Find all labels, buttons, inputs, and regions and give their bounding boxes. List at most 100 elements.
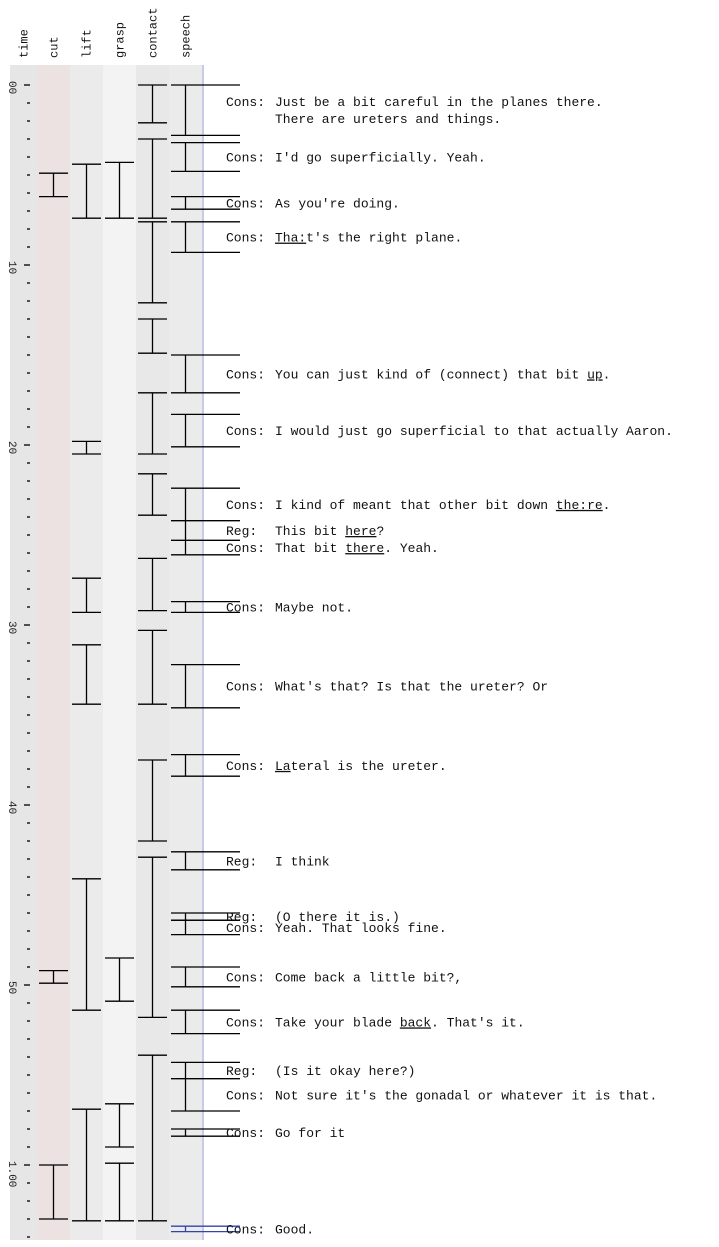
speaker-label: Cons: bbox=[226, 970, 265, 985]
time-label: 00 bbox=[5, 81, 17, 94]
utterance-text: What's that? Is that the ureter? Or bbox=[275, 680, 548, 695]
time-label: 40 bbox=[5, 801, 17, 814]
utterance-text: Maybe not. bbox=[275, 601, 353, 616]
grasp-interval bbox=[105, 161, 134, 219]
contact-interval bbox=[138, 84, 167, 124]
time-label: 1.00 bbox=[5, 1161, 17, 1187]
speaker-label: Reg: bbox=[226, 524, 257, 539]
lift-interval bbox=[72, 577, 101, 614]
utterance-text: Lateral is the ureter. bbox=[275, 759, 447, 774]
utterance: Cons: Not sure it's the gonadal or whatev… bbox=[226, 1088, 657, 1103]
utterance-text: Good. bbox=[275, 1222, 314, 1237]
column-bg-cut bbox=[37, 65, 70, 1240]
utterance: Cons:Take your blade back. That's it. bbox=[226, 1015, 525, 1030]
utterance: Cons:As you're doing. bbox=[226, 196, 400, 211]
cut-interval bbox=[39, 1164, 68, 1220]
cut-interval bbox=[39, 172, 68, 198]
contact-interval bbox=[138, 759, 167, 842]
grasp-interval bbox=[105, 957, 134, 1002]
utterance: Cons: Tha:t's the right plane. bbox=[226, 231, 462, 246]
underlined-segment: La bbox=[275, 759, 291, 774]
text-segment: Yeah. That looks fine. bbox=[275, 921, 447, 936]
text-segment: . Yeah. bbox=[384, 541, 439, 556]
contact-interval bbox=[138, 318, 167, 354]
text-segment: teral is the ureter. bbox=[291, 759, 447, 774]
column-bg-time bbox=[10, 65, 37, 1240]
speaker-label: Cons: bbox=[226, 1088, 265, 1103]
speech-interval bbox=[171, 919, 240, 936]
contact-interval bbox=[138, 856, 167, 1019]
lift-interval bbox=[72, 163, 101, 219]
speaker-label: Cons: bbox=[226, 680, 265, 695]
speaker-label: Cons: bbox=[226, 1222, 265, 1237]
speaker-label: Cons: bbox=[226, 424, 265, 439]
lift-interval bbox=[72, 644, 101, 705]
utterance: Reg: This bit here? bbox=[226, 524, 384, 539]
speaker-label: Reg: bbox=[226, 854, 257, 869]
speaker-label: Cons: bbox=[226, 921, 265, 936]
text-segment: You can just kind of (connect) that bit bbox=[275, 367, 587, 382]
text-segment: I kind of meant that other bit down bbox=[275, 498, 556, 513]
utterance: Reg:(O there it is.) bbox=[226, 910, 400, 925]
text-segment: I think bbox=[275, 854, 330, 869]
text-segment: Go for it bbox=[275, 1126, 345, 1141]
utterance-text: Just be a bit careful in the planes ther… bbox=[275, 95, 603, 110]
speech-interval bbox=[171, 663, 240, 709]
speech-interval bbox=[171, 1009, 240, 1035]
utterance: Cons: What's that? Is that the ureter? Or bbox=[226, 680, 548, 695]
speech-interval bbox=[171, 141, 240, 173]
text-segment: I would just go superficial to that actu… bbox=[275, 424, 673, 439]
underlined-segment: up bbox=[587, 367, 603, 382]
text-segment: Come back a little bit?, bbox=[275, 970, 462, 985]
underlined-segment: Tha: bbox=[275, 231, 306, 246]
contact-interval bbox=[138, 629, 167, 705]
column-header-cut: cut bbox=[48, 36, 62, 58]
speaker-label: Reg: bbox=[226, 1064, 257, 1079]
time-label: 30 bbox=[5, 621, 17, 634]
text-segment: As you're doing. bbox=[275, 196, 400, 211]
speaker-label: Cons: bbox=[226, 367, 265, 382]
column-header-time: time bbox=[18, 29, 32, 58]
text-segment: There are ureters and things. bbox=[275, 112, 501, 127]
text-segment: What's that? Is that the ureter? Or bbox=[275, 680, 548, 695]
utterance: Cons: Good. bbox=[226, 1222, 314, 1237]
text-segment: Maybe not. bbox=[275, 601, 353, 616]
text-segment: . bbox=[603, 498, 611, 513]
speech-interval bbox=[171, 413, 240, 448]
speech-interval bbox=[171, 1077, 240, 1112]
contact-interval bbox=[138, 557, 167, 612]
text-segment: ? bbox=[376, 524, 384, 539]
utterance-text: Not sure it's the gonadal or whatever it… bbox=[275, 1088, 657, 1103]
utterance: Cons:I'd go superficially. Yeah. bbox=[226, 151, 486, 166]
speech-interval bbox=[171, 966, 240, 988]
utterance-text: I kind of meant that other bit down the:… bbox=[275, 498, 610, 513]
speech-interval bbox=[171, 354, 240, 394]
text-segment: This bit bbox=[275, 524, 345, 539]
speaker-label: Cons: bbox=[226, 498, 265, 513]
cut-interval bbox=[39, 969, 68, 984]
underlined-segment: the:re bbox=[556, 498, 603, 513]
text-segment: I'd go superficially. Yeah. bbox=[275, 151, 486, 166]
utterance-text: I'd go superficially. Yeah. bbox=[275, 151, 486, 166]
underlined-segment: back bbox=[400, 1015, 431, 1030]
time-label: 50 bbox=[5, 981, 17, 994]
speech-interval bbox=[171, 753, 240, 777]
grasp-interval bbox=[105, 1103, 134, 1148]
speech-interval bbox=[171, 851, 240, 871]
speaker-label: Cons: bbox=[226, 759, 265, 774]
utterance-text: As you're doing. bbox=[275, 196, 400, 211]
text-segment: t's the right plane. bbox=[306, 231, 462, 246]
speech-interval bbox=[171, 600, 240, 614]
column-bg-speech bbox=[169, 65, 202, 1240]
text-segment: Not sure it's the gonadal or whatever it… bbox=[275, 1088, 657, 1103]
text-segment: Good. bbox=[275, 1222, 314, 1237]
column-bg-grasp bbox=[103, 65, 136, 1240]
speaker-label: Cons: bbox=[226, 231, 265, 246]
speaker-label: Cons: bbox=[226, 541, 265, 556]
speech-interval bbox=[171, 84, 240, 137]
column-header-grasp: grasp bbox=[114, 22, 128, 58]
utterance: Cons:Just be a bit careful in the planes… bbox=[226, 95, 603, 127]
utterance: Cons: Yeah. That looks fine. bbox=[226, 921, 447, 936]
utterance-text: This bit here? bbox=[275, 524, 384, 539]
